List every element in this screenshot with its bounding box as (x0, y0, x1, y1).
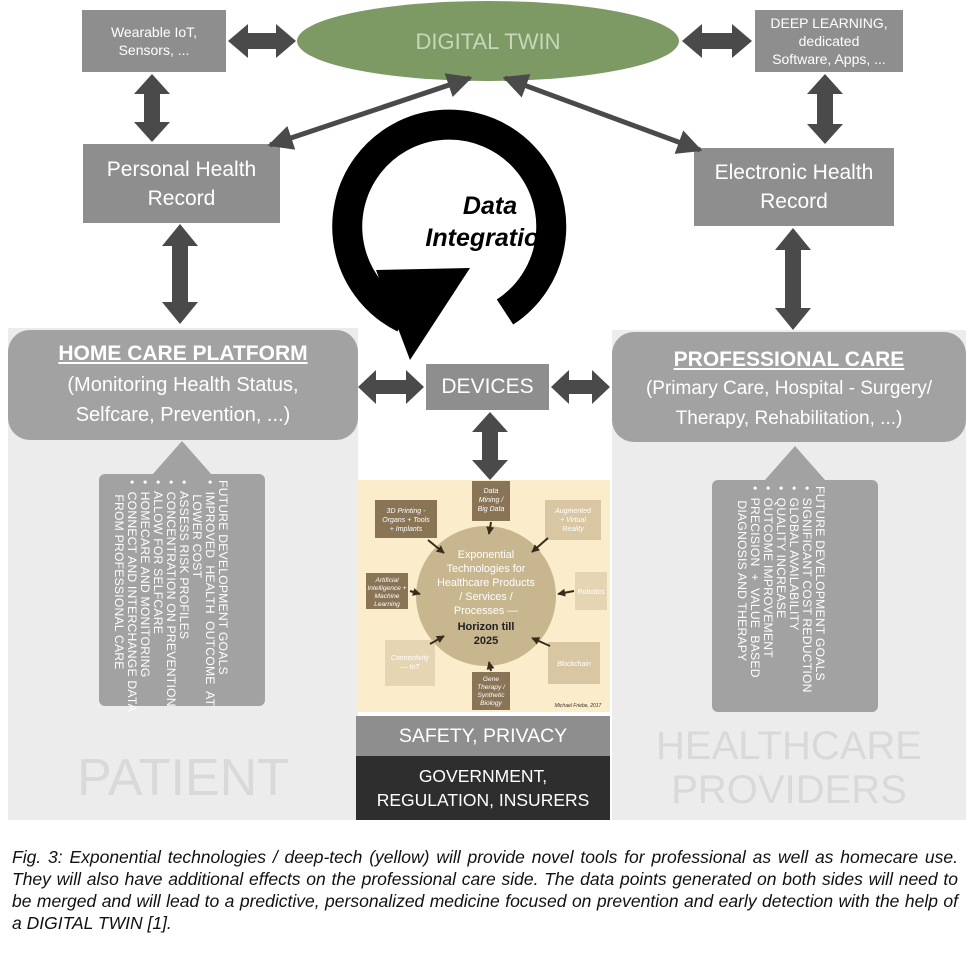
svg-text:Biology: Biology (480, 700, 502, 707)
svg-text:Artificial: Artificial (374, 577, 399, 584)
arrow-twin-ehr (502, 74, 703, 154)
professional-goals-pointer (765, 446, 825, 480)
svg-text:Organs + Tools: Organs + Tools (382, 517, 430, 524)
exp-tech-credit: Michael Friebe, 2017 (555, 703, 602, 709)
svg-text:Exponential: Exponential (458, 549, 514, 561)
data-mining-box (472, 481, 510, 521)
svg-text:Robotics: Robotics (577, 589, 605, 596)
svg-text:Intelligence +: Intelligence + (367, 585, 406, 592)
svg-text:Augmented: Augmented (554, 508, 592, 515)
arrow-wearable-twin (228, 24, 296, 58)
svg-text:Gene: Gene (483, 676, 499, 683)
svg-text:3D Printing -: 3D Printing - (387, 508, 427, 515)
figure-caption: Fig. 3: Exponential technologies / deep-… (12, 847, 958, 933)
arrow-phr-home (162, 224, 198, 324)
svg-text:Healthcare Products: Healthcare Products (437, 577, 535, 589)
arrow-ehr-professional (775, 228, 811, 330)
svg-text:Learning: Learning (374, 601, 400, 608)
svg-text:Reality: Reality (562, 526, 584, 533)
svg-text:Data: Data (484, 488, 499, 495)
blockchain-box (548, 642, 600, 684)
safety-privacy-box: SAFETY, PRIVACY (356, 716, 610, 756)
home-care-platform: HOME CARE PLATFORM (Monitoring Health St… (8, 330, 358, 440)
connectivity-box (385, 640, 435, 686)
augmented-reality-box (545, 500, 601, 540)
patient-label: PATIENT (77, 749, 289, 807)
arrow-twin-deeplearning (682, 24, 752, 58)
arrow-devices-tech (472, 412, 508, 480)
wearable-iot-box: Wearable IoT,Sensors, ... (82, 10, 226, 72)
svg-text:/ Services /: / Services / (459, 591, 512, 603)
home-care-title: HOME CARE PLATFORM (58, 342, 308, 365)
data-integration-label-1: Data (463, 192, 517, 220)
government-box: GOVERNMENT,REGULATION, INSURERS (356, 756, 610, 820)
robotics-box (575, 572, 607, 610)
svg-text:+ Virtual: + Virtual (560, 517, 586, 524)
svg-text:2025: 2025 (474, 635, 498, 647)
digital-twin-ellipse (297, 1, 679, 81)
svg-text:Blockchain: Blockchain (557, 661, 591, 668)
arrow-devices-professional (551, 370, 610, 404)
devices-box: DEVICES (426, 364, 549, 410)
arrow-deeplearning-ehr (807, 74, 843, 144)
home-goals-text: FUTURE DEVELOPMENT GOALS • IMPROVED HEAL… (112, 480, 230, 712)
healthcare-providers-label: HEALTHCARE PROVIDERS (656, 724, 922, 812)
home-goals-box (99, 474, 265, 706)
svg-text:Connectivity: Connectivity (391, 655, 430, 662)
svg-text:Synthetic: Synthetic (477, 692, 505, 699)
digital-twin-label: DIGITAL TWIN (415, 29, 560, 54)
professional-care-title: PROFESSIONAL CARE (673, 348, 905, 371)
professional-care-platform: PROFESSIONAL CARE (Primary Care, Hospita… (612, 332, 966, 442)
home-goals-pointer (152, 441, 212, 475)
diagram-graphics: DIGITAL TWIN Data Integration Exponentia… (134, 1, 843, 710)
professional-goals-text: FUTURE DEVELOPMENT GOALS • SIGNIFICANT C… (735, 486, 827, 693)
svg-text:Machine: Machine (375, 593, 400, 600)
svg-text:— IoT: — IoT (399, 664, 420, 671)
arrow-home-devices (358, 370, 424, 404)
data-integration-cycle-arrow (332, 109, 567, 332)
3d-printing-box (375, 500, 437, 538)
svg-text:Processes —: Processes — (454, 605, 518, 617)
svg-text:Mining /: Mining / (479, 497, 505, 504)
arrow-phr-twin (267, 73, 473, 150)
svg-text:Horizon till: Horizon till (458, 621, 515, 633)
svg-text:Big Data: Big Data (478, 506, 505, 513)
svg-text:+ Implants: + Implants (390, 526, 423, 533)
cycle-arrowhead (376, 268, 470, 360)
arrow-wearable-phr (134, 74, 170, 142)
ai-box (366, 573, 408, 609)
svg-text:Therapy /: Therapy / (477, 684, 506, 691)
svg-text:Technologies for: Technologies for (447, 563, 526, 575)
data-integration-label-2: Integration (425, 224, 554, 252)
exp-tech-center-circle (416, 526, 556, 666)
professional-goals-box (712, 480, 878, 712)
gene-therapy-box (472, 672, 510, 710)
